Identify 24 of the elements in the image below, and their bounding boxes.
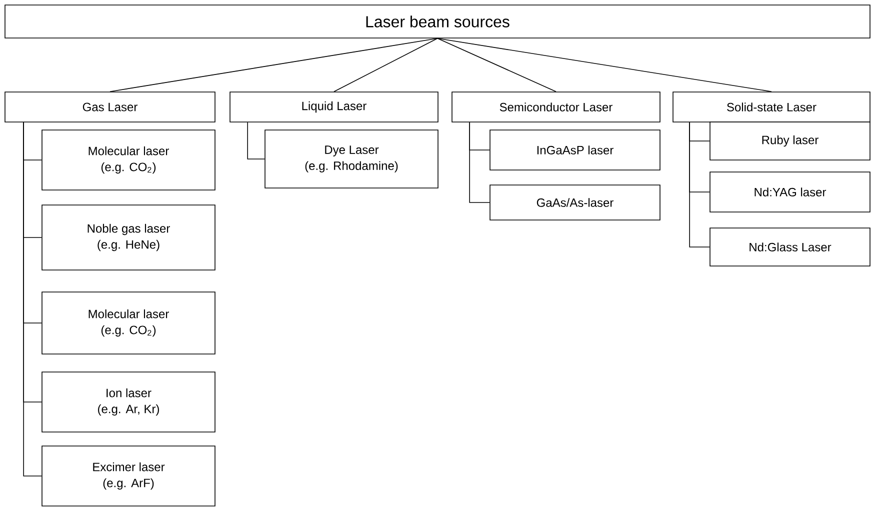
laser-type-box: Molecular laser (e.g. CO$_{2}$) bbox=[42, 292, 216, 354]
laser-type-box: Nd:YAG laser bbox=[710, 172, 870, 212]
laser-type-box: GaAs/As-laser bbox=[490, 184, 660, 220]
category-box: Liquid Laser bbox=[230, 92, 438, 122]
laser-type-box: Molecular laser (e.g. CO$_{2}$) bbox=[42, 130, 216, 190]
laser-type-box: Dye Laser (e.g. Rhodamine) bbox=[264, 130, 438, 188]
connector-line bbox=[437, 38, 772, 92]
laser-type-box: Noble gas laser (e.g. HeNe) bbox=[42, 204, 216, 270]
connector-line bbox=[247, 122, 265, 160]
laser-type-box: Ruby laser bbox=[710, 122, 870, 160]
laser-type-box: Excimer laser (e.g. ArF) bbox=[42, 446, 216, 506]
connector-line bbox=[334, 38, 438, 92]
category-box: Semiconductor Laser bbox=[452, 92, 660, 122]
connector-line bbox=[689, 122, 710, 248]
laser-type-box: InGaAsP laser bbox=[490, 130, 660, 170]
laser-type-box: Nd:Glass Laser bbox=[710, 228, 870, 266]
title-box: Laser beam sources bbox=[4, 4, 870, 38]
connector-line bbox=[437, 38, 556, 92]
laser-type-box: Ion laser (e.g. Ar, Kr) bbox=[42, 372, 216, 432]
category-box: Solid-state Laser bbox=[672, 92, 870, 122]
connector-line bbox=[110, 38, 438, 92]
connector-line bbox=[469, 122, 490, 203]
connector-line bbox=[23, 122, 42, 476]
category-box: Gas Laser bbox=[4, 92, 216, 122]
